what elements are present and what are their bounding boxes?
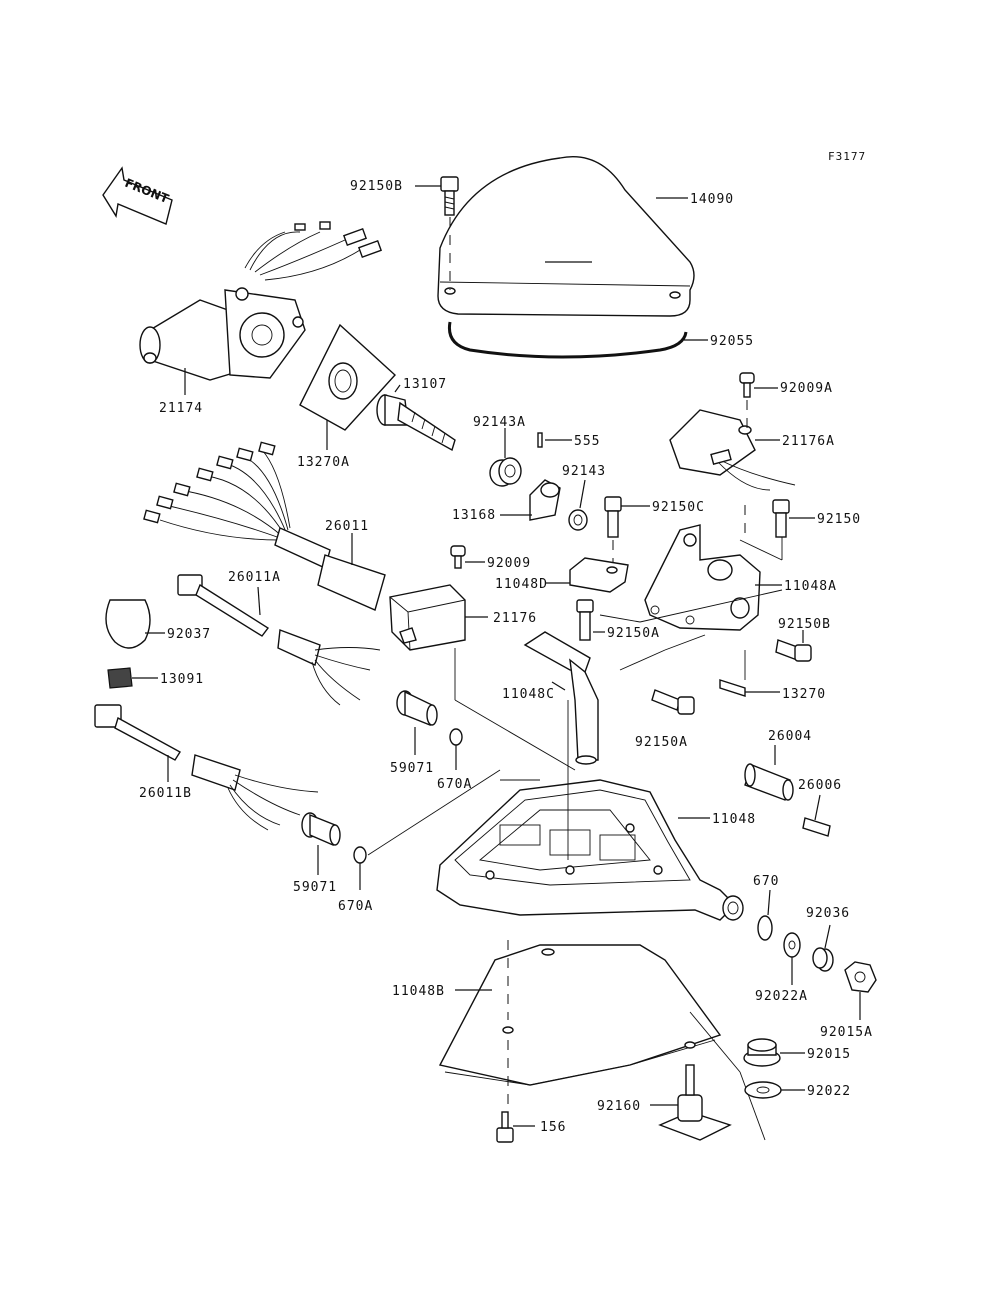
- front-arrow-icon: FRONT: [102, 166, 173, 225]
- label-92150B-2: 92150B: [778, 617, 831, 632]
- label-92150: 92150: [817, 512, 861, 527]
- fitting-part: [396, 690, 438, 726]
- label-59071-1: 59071: [390, 761, 434, 776]
- nut-part: [844, 961, 877, 993]
- clamp-part: [105, 599, 151, 649]
- washer-part: [744, 1081, 782, 1099]
- label-21176: 21176: [493, 611, 537, 626]
- washer-part: [783, 932, 801, 958]
- label-21176A: 21176A: [782, 434, 835, 449]
- label-92150A-2: 92150A: [635, 735, 688, 750]
- label-670: 670: [753, 874, 779, 889]
- link-part: [719, 679, 746, 697]
- label-92150C: 92150C: [652, 500, 705, 515]
- bushing-part: [489, 457, 522, 487]
- label-670A-1: 670A: [437, 777, 472, 792]
- screw-part: [739, 372, 755, 398]
- label-26006: 26006: [798, 778, 842, 793]
- harness-part: [143, 441, 386, 611]
- label-92143: 92143: [562, 464, 606, 479]
- collar-part: [812, 947, 834, 972]
- label-92150B: 92150B: [350, 179, 403, 194]
- o-ring-part: [449, 728, 463, 746]
- label-92009A: 92009A: [780, 381, 833, 396]
- label-92143A: 92143A: [473, 415, 526, 430]
- label-92160: 92160: [597, 1099, 641, 1114]
- housing-part: [436, 779, 744, 921]
- label-92150A-1: 92150A: [607, 626, 660, 641]
- pipe-part: [802, 817, 831, 837]
- bolt-part: [651, 689, 695, 715]
- label-26004: 26004: [768, 729, 812, 744]
- nut-part: [743, 1038, 781, 1067]
- label-92022A: 92022A: [755, 989, 808, 1004]
- block-part: [569, 557, 629, 593]
- motor-part: [139, 221, 383, 381]
- label-92009: 92009: [487, 556, 531, 571]
- control-unit-part: [389, 584, 466, 651]
- lever-part: [529, 479, 561, 521]
- label-92015A: 92015A: [820, 1025, 873, 1040]
- o-ring-part: [353, 846, 367, 864]
- label-156: 156: [540, 1120, 566, 1135]
- fitting-part: [301, 812, 341, 847]
- bolt-part: [496, 1111, 514, 1143]
- bottom-plate-part: [438, 944, 722, 1086]
- diagram-code: F3177: [828, 150, 866, 163]
- screw-part: [450, 545, 466, 569]
- shaft-part: [376, 394, 456, 452]
- label-92015: 92015: [807, 1047, 851, 1062]
- label-555: 555: [574, 434, 600, 449]
- label-670A-2: 670A: [338, 899, 373, 914]
- label-11048A: 11048A: [784, 579, 837, 594]
- bolt-part: [772, 499, 790, 538]
- label-14090: 14090: [690, 192, 734, 207]
- bolt-part: [775, 639, 812, 662]
- label-11048D: 11048D: [495, 577, 548, 592]
- label-92036: 92036: [806, 906, 850, 921]
- cover-part: [437, 156, 695, 317]
- mount-part: [658, 1064, 732, 1141]
- label-11048C: 11048C: [502, 687, 555, 702]
- bracket-part: [644, 524, 761, 631]
- bolt-part: [440, 176, 459, 216]
- label-21174: 21174: [159, 401, 203, 416]
- pin-part: [537, 432, 543, 448]
- label-13270A: 13270A: [297, 455, 350, 470]
- label-26011A: 26011A: [228, 570, 281, 585]
- label-26011: 26011: [325, 519, 369, 534]
- switch-part: [669, 409, 796, 491]
- clip-part: [107, 667, 133, 689]
- bolt-part: [604, 496, 622, 538]
- label-11048B: 11048B: [392, 984, 445, 999]
- gasket-part: [447, 321, 688, 359]
- harness-part: [177, 574, 381, 706]
- label-92055: 92055: [710, 334, 754, 349]
- label-11048: 11048: [712, 812, 756, 827]
- label-59071-2: 59071: [293, 880, 337, 895]
- label-92022: 92022: [807, 1084, 851, 1099]
- label-13168: 13168: [452, 508, 496, 523]
- o-ring-part: [757, 915, 773, 941]
- lever-part: [523, 631, 599, 765]
- washer-part: [568, 509, 588, 531]
- label-26011B: 26011B: [139, 786, 192, 801]
- bolt-part: [576, 599, 594, 641]
- label-13270: 13270: [782, 687, 826, 702]
- label-13091: 13091: [160, 672, 204, 687]
- plate-part: [299, 323, 396, 431]
- fitting-part: [744, 763, 794, 801]
- harness-part: [94, 704, 319, 831]
- label-13107: 13107: [403, 377, 447, 392]
- label-92037: 92037: [167, 627, 211, 642]
